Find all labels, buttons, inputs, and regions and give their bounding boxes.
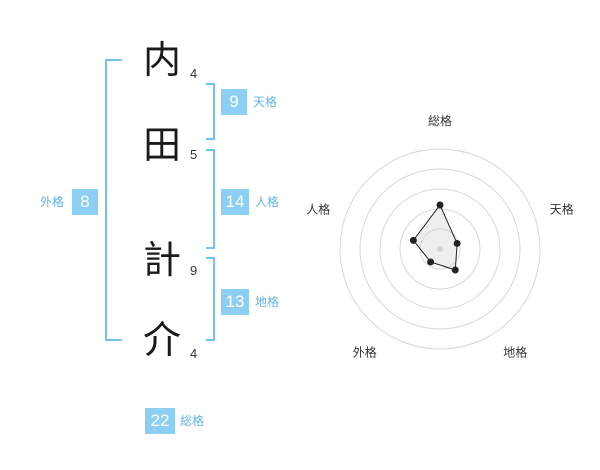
stroke-count-2: 5 [190,147,198,162]
name-char-2: 田 [142,123,181,167]
name-char-4: 介 [142,318,181,362]
radar-axis-label-5: 人格 [306,201,330,216]
radar-axis-label-3: 地格 [503,345,527,360]
radar-ring [399,208,481,290]
tenkaku-badge: 9 [221,89,247,115]
tenkaku-label: 天格 [253,95,278,109]
radar-axis-label-1: 総格 [428,113,452,128]
stroke-count-1: 4 [190,66,198,81]
radar-ring [379,188,501,310]
stroke-count-4: 4 [190,346,198,361]
radar-point-3 [451,266,459,274]
jinkaku-badge: 14 [221,189,249,215]
jinkaku-bracket [206,149,215,249]
gaikaku-bracket [105,59,122,341]
radar-axis-label-4: 外格 [353,345,377,360]
radar-point-4 [427,258,435,266]
radar-ring [359,168,521,330]
soukaku-badge: 22 [145,408,175,434]
radar-point-5 [409,236,417,244]
gaikaku-badge: 8 [72,189,98,215]
stroke-count-3: 9 [190,263,198,278]
chikaku-badge: 13 [221,289,249,315]
radar-ring [339,148,541,350]
name-char-1: 内 [142,38,181,82]
soukaku-label: 総格 [180,414,205,428]
radar-point-1 [436,201,444,209]
radar-axis-label-2: 天格 [550,201,574,216]
gaikaku-label: 外格 [40,195,65,209]
radar-series-polygon [412,204,458,271]
tenkaku-bracket [206,83,215,140]
jinkaku-label: 人格 [255,195,280,209]
chikaku-label: 地格 [255,295,280,309]
radar-center [437,246,443,252]
name-char-3: 計 [142,238,181,282]
chikaku-bracket [206,257,215,341]
radar-point-2 [453,239,461,247]
